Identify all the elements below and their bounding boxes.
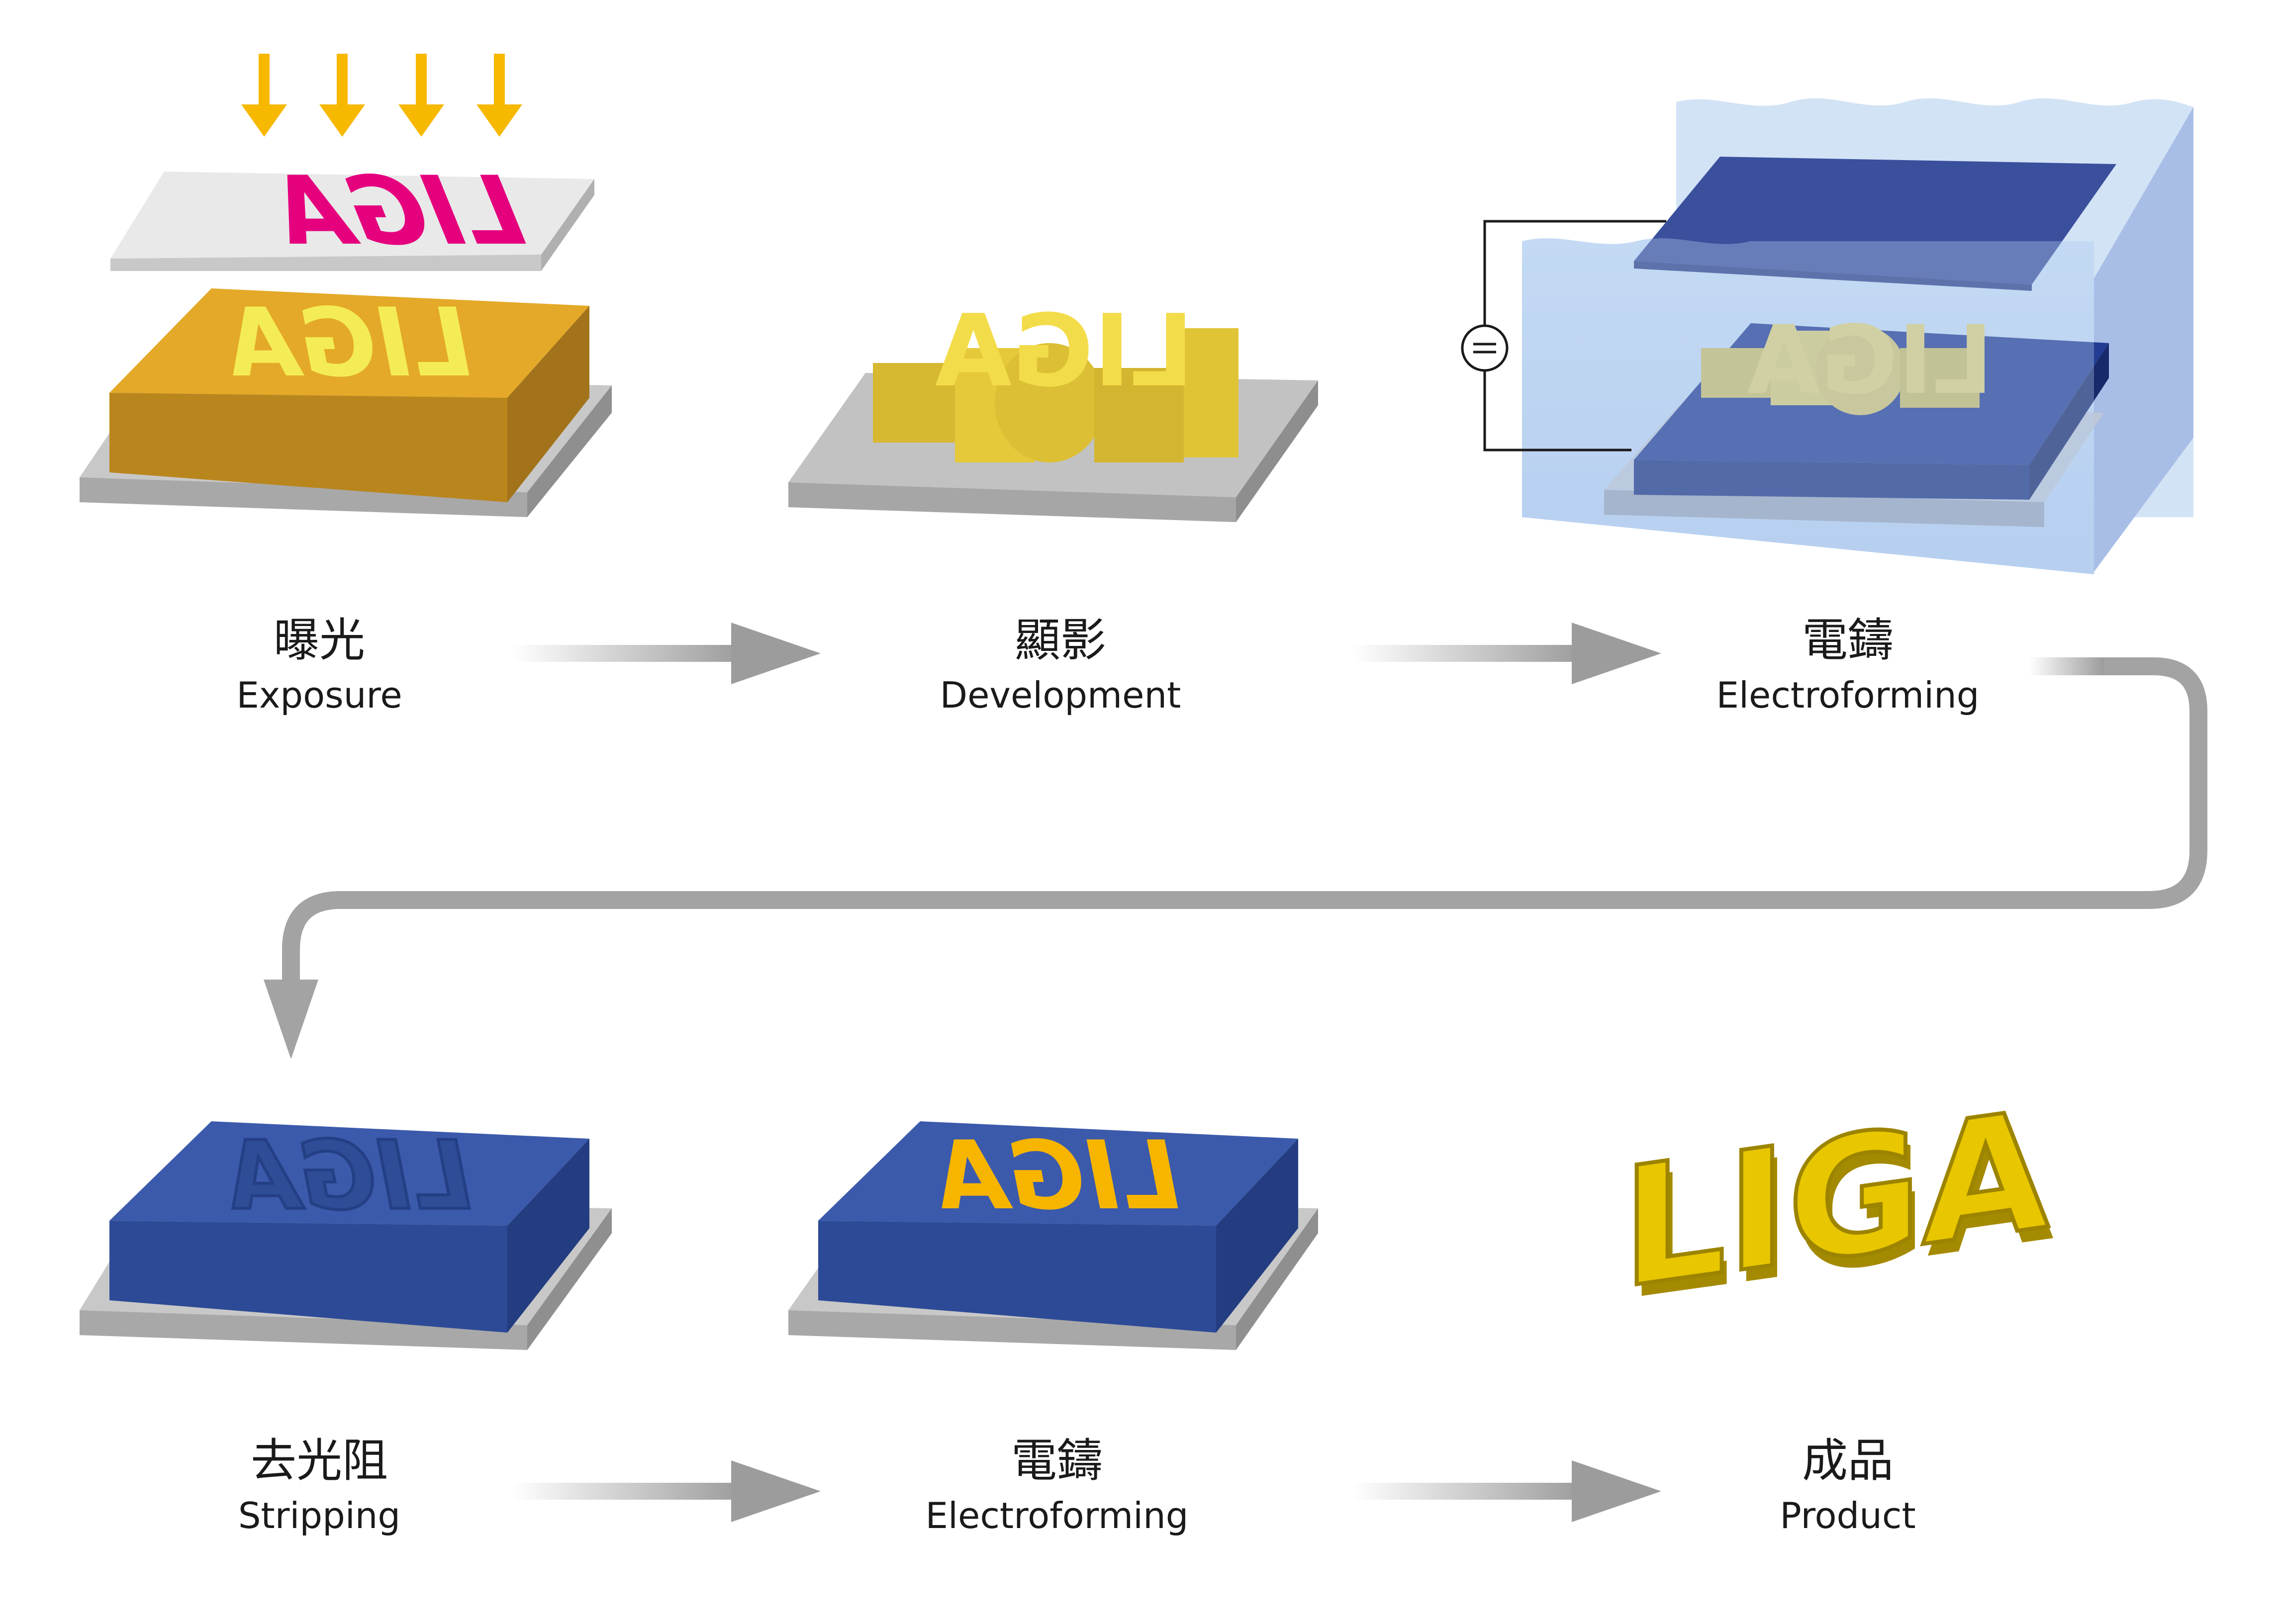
step-electroforming-mold-illustration: LIGA	[788, 1121, 1318, 1350]
step-title-zh: 顯影	[1014, 614, 1106, 667]
step-product-illustration: LIGA LIGA	[1619, 1072, 2055, 1337]
step-title-en: Electroforming	[1716, 674, 1980, 716]
step-label-product: 成品 Product	[1624, 1431, 2072, 1540]
step-title-zh: 電鑄	[1011, 1434, 1103, 1487]
step-title-zh: 去光阻	[250, 1434, 388, 1487]
developed-resist-letters: LIGA	[873, 293, 1238, 462]
bath-pattern-text: LIGA	[1747, 305, 1994, 415]
step-title-zh: 曝光	[273, 614, 365, 667]
photoresist-block: LIGA	[80, 288, 612, 517]
step-stripping-illustration: LIGA	[80, 1119, 612, 1350]
arrow-stripping-to-electroforming	[512, 1460, 821, 1522]
developed-pattern-text: LIGA	[935, 293, 1194, 409]
mask-pattern-text: LIGA	[264, 157, 533, 267]
step-electroforming-bath-illustration: LIGA	[1461, 98, 2193, 574]
step-exposure-illustration: LIGA LIGA	[80, 54, 612, 517]
product-pattern-text: LIGA	[1621, 1074, 2050, 1325]
step-title-en: Electroforming	[925, 1495, 1189, 1536]
mold-filled-pattern-text: LIGA	[934, 1121, 1180, 1231]
step-title-en: Product	[1780, 1495, 1916, 1536]
anode-plate	[1634, 157, 2116, 284]
light-arrow-icon	[241, 54, 522, 137]
resist-pattern-text: LIGA	[225, 288, 472, 398]
step-label-development: 顯影 Development	[837, 611, 1284, 720]
arrow-development-to-electroforming	[1353, 623, 1661, 684]
arrow-electroforming-to-product	[1353, 1460, 1661, 1522]
step-title-en: Exposure	[236, 674, 402, 716]
arrow-loop-to-stripping	[264, 657, 2207, 1059]
step-label-electroforming-2: 電鑄 Electroforming	[833, 1431, 1281, 1540]
process-arrow-icon	[264, 623, 2207, 1522]
step-label-stripping: 去光阻 Stripping	[95, 1431, 543, 1540]
arrow-exposure-to-development	[512, 623, 821, 684]
step-label-exposure: 曝光 Exposure	[95, 611, 543, 720]
step-title-zh: 成品	[1802, 1434, 1894, 1487]
step-development-illustration: LIGA	[788, 293, 1318, 522]
power-source-icon	[1461, 324, 1509, 372]
electroformed-metal-letters: LIGA	[1701, 305, 1993, 415]
photomask: LIGA	[110, 157, 594, 271]
step-label-electroforming-1: 電鑄 Electroforming	[1624, 611, 2072, 720]
step-title-en: Development	[940, 674, 1181, 716]
step-title-en: Stripping	[238, 1495, 401, 1536]
stripped-pattern-text: LIGA	[225, 1121, 472, 1231]
step-title-zh: 電鑄	[1802, 614, 1894, 667]
circuit-wires	[1483, 220, 1666, 451]
